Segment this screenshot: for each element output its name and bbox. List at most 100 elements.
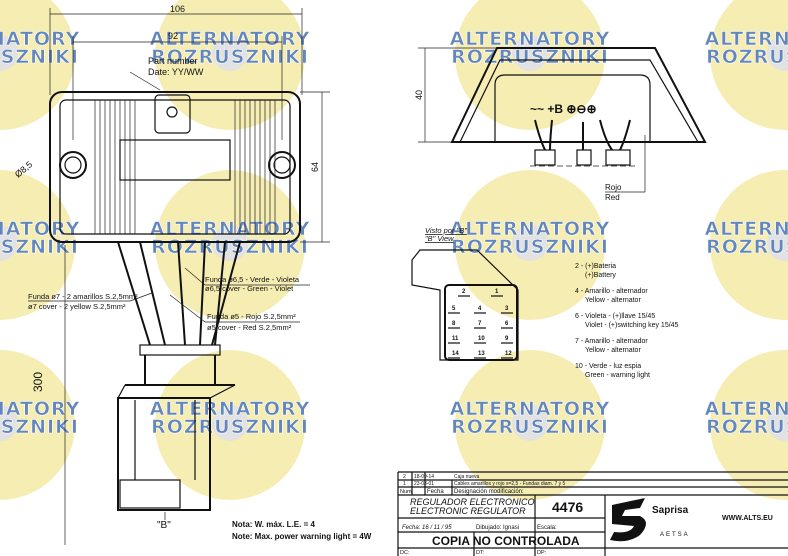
dim-side-height: 40	[414, 90, 424, 100]
dim-cable-length: 300	[31, 372, 45, 392]
connector-pin-5: 5	[452, 306, 456, 312]
dp-field: DP:	[537, 550, 547, 556]
cover-red-es: Funda ø5 - Rojo S.2,5mm²	[207, 312, 296, 321]
pin-legend-en: Violet - (+)switching key 15/45	[585, 322, 679, 329]
connector-pin-12: 12	[505, 351, 512, 357]
watermark-line1: ALTERNATORY	[705, 218, 788, 240]
uncontrolled-copy: COPIA NO CONTROLADA	[432, 534, 580, 548]
terminal-symbols: ~~ +B ⊕⊖⊕	[530, 102, 597, 116]
connector-pin-14: 14	[452, 351, 459, 357]
connector-pin-3: 3	[505, 306, 509, 312]
dim-overall-width: 106	[170, 4, 185, 14]
cover-yellow-en: ø7 cover - 2 yellow S.2,5mm²	[28, 302, 126, 311]
red-label-en: Red	[605, 193, 620, 202]
connector-pin-10: 10	[478, 336, 485, 342]
connector-pin-7: 7	[478, 321, 482, 327]
dim-height: 64	[310, 162, 320, 172]
cover-yellow-es: Funda ø7 - 2 amarillos S.2,5mm²	[28, 292, 138, 301]
pin-legend-en: Yellow - alternator	[585, 347, 641, 354]
watermark-line1: ALTERNATORY	[705, 28, 788, 50]
watermark-line2: ROZRUSZNIKI	[151, 236, 309, 258]
pin-legend-es: 4 - Amarillo - alternador	[575, 288, 648, 295]
watermark-line1: ALTERNATORY	[150, 28, 311, 50]
drawn-by: Dibujado: Ignasi	[476, 525, 519, 531]
view-b-marker: "B"	[157, 520, 171, 531]
header-desc: Designación modificación:	[454, 489, 524, 495]
title-en: ELECTRONIC REGULATOR	[410, 506, 526, 516]
part-number: 4476	[552, 499, 583, 515]
pin-legend-es: 2 - (+)Bateria	[575, 263, 616, 270]
watermark-line2: ROZRUSZNIKI	[451, 236, 609, 258]
cover-green-violet-es: Funda ø6,5 - Verde - Violeta	[205, 275, 300, 284]
title-es: REGULADOR ELECTRONICO	[410, 497, 535, 507]
watermark-line2: ROZRUSZNIKI	[706, 236, 788, 258]
watermark-line1: ALTERNATORY	[0, 28, 80, 50]
pin-legend-en: Green - warning light	[585, 372, 650, 379]
rev-desc: Cables amarillos y rojo s=2,5 - Fundas d…	[454, 481, 566, 487]
watermark-line1: ALTERNATORY	[705, 398, 788, 420]
view-b-title-es: Visto por "B"	[425, 226, 467, 235]
cover-red-en: ø5 cover - Red S.2,5mm²	[207, 323, 292, 332]
brand-name: Saprisa	[652, 505, 689, 516]
pin-legend-es: 6 - Violeta - (+)llave 15/45	[575, 313, 655, 320]
rev-num: 1	[403, 481, 406, 487]
watermark-line2: ROZRUSZNIKI	[706, 416, 788, 438]
rev-date: 23-03-01	[414, 481, 434, 487]
connector-pin-9: 9	[505, 336, 509, 342]
watermark-line2: ROZRUSZNIKI	[706, 46, 788, 68]
watermark-line2: ROZRUSZNIKI	[451, 416, 609, 438]
connector-pin-1: 1	[495, 289, 499, 295]
watermark-line2: ROZRUSZNIKI	[151, 46, 309, 68]
watermark-line2: ROZRUSZNIKI	[151, 416, 309, 438]
saprisa-logo	[610, 498, 646, 542]
rev-date: 18-09-14	[414, 474, 434, 480]
watermark-line2: ROZRUSZNIKI	[0, 236, 79, 258]
dc-field: DC:	[400, 550, 410, 556]
watermark-line2: ROZRUSZNIKI	[451, 46, 609, 68]
regulator-front-view: 106 92 64 Ø8,5 Part number Date: YY/WW 3…	[13, 4, 372, 545]
watermark-layer: ALTERNATORYROZRUSZNIKIALTERNATORYROZRUSZ…	[0, 0, 788, 500]
pin-legend: 2 - (+)Bateria (+)Battery 4 - Amarillo - a…	[575, 263, 679, 379]
website: WWW.ALTS.EU	[722, 515, 773, 522]
cover-green-violet-en: ø6,5 cover - Green - Violet	[205, 284, 294, 293]
watermark-line1: ALTERNATORY	[450, 218, 611, 240]
connector-pin-4: 4	[478, 306, 482, 312]
rev-num: 2	[403, 474, 406, 480]
connector-pin-8: 8	[452, 321, 456, 327]
dim-hole-spacing: 92	[168, 31, 178, 41]
watermark-line1: ALTERNATORY	[0, 398, 80, 420]
connector-pin-13: 13	[478, 351, 485, 357]
connector-pin-2: 2	[462, 289, 466, 295]
scale-field: Escala:	[537, 525, 557, 531]
header-date: Fecha	[427, 489, 444, 495]
rev-desc: Caja nueva	[454, 474, 480, 480]
brand-aetsa: AETSA	[660, 532, 690, 538]
dt-field: DT:	[476, 550, 485, 556]
pin-legend-es: 7 - Amarillo - alternador	[575, 338, 648, 345]
watermark-line2: ROZRUSZNIKI	[0, 416, 79, 438]
pin-legend-en: Yellow - alternator	[585, 297, 641, 304]
pin-legend-en: (+)Battery	[585, 272, 616, 279]
title-block: 2 18-09-14 Caja nueva 1 23-03-01 Cables …	[397, 471, 788, 556]
red-label-es: Rojo	[605, 183, 622, 192]
watermark-line2: ROZRUSZNIKI	[0, 46, 79, 68]
connector-pin-11: 11	[452, 336, 459, 342]
header-num: Num.	[400, 489, 414, 495]
note-en: Note: Max. power warning light = 4W	[232, 532, 372, 541]
watermark-line1: ALTERNATORY	[450, 28, 611, 50]
pin-legend-es: 10 - Verde - luz espia	[575, 363, 641, 370]
watermark-line1: ALTERNATORY	[450, 398, 611, 420]
part-number-label: Part number	[148, 56, 198, 66]
